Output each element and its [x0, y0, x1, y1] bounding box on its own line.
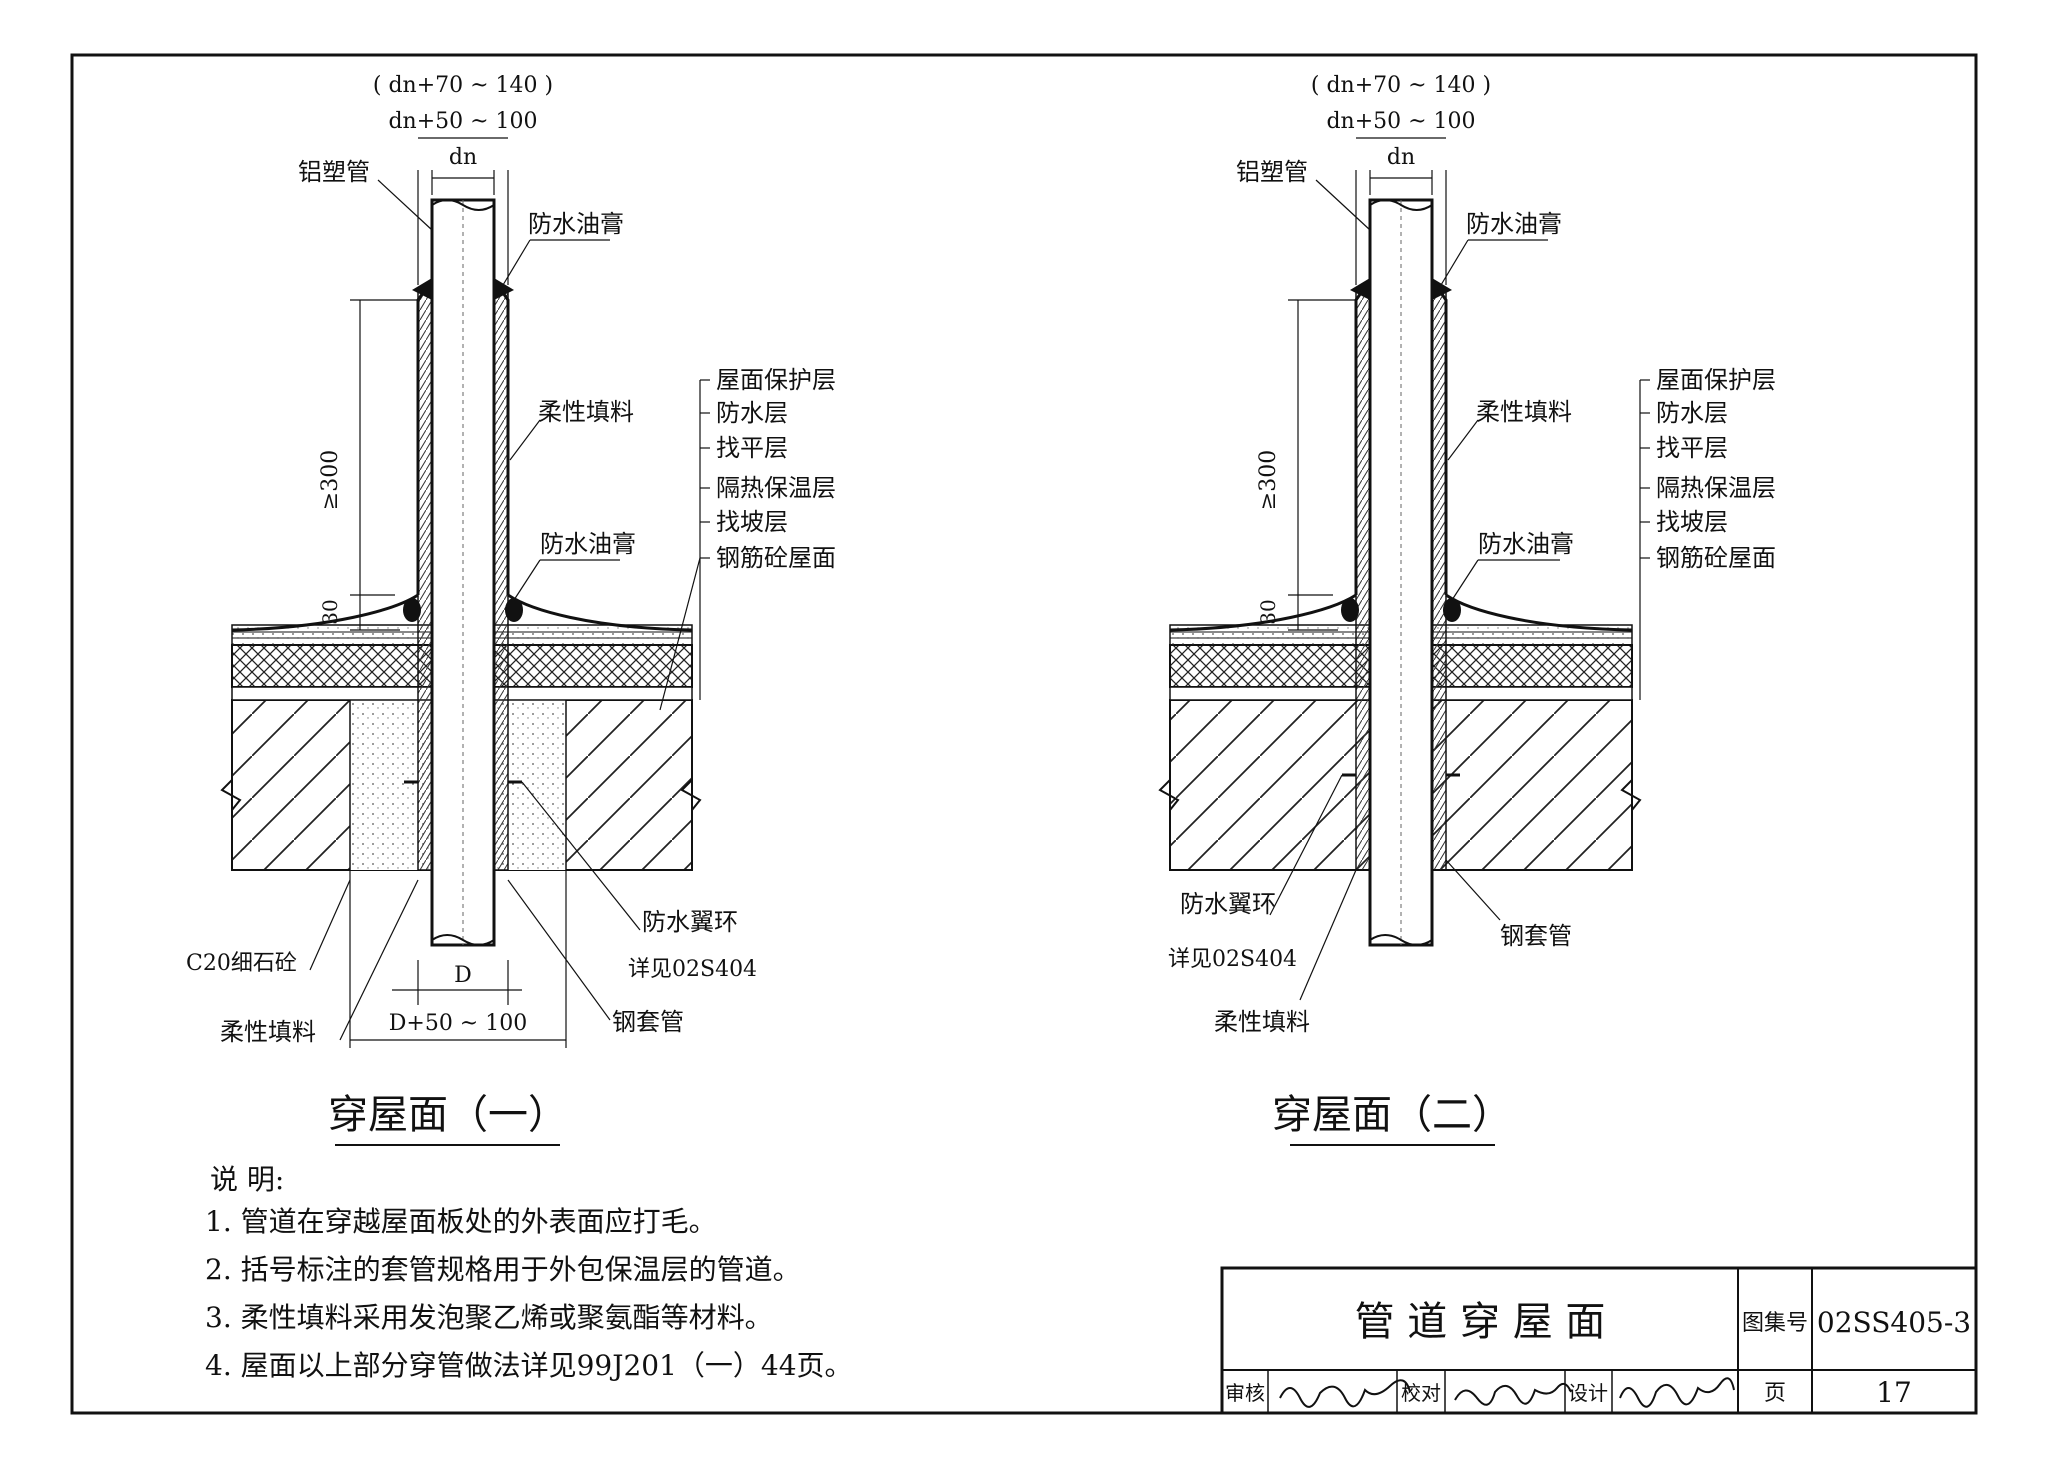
layer-2: 防水层 [716, 399, 788, 427]
label-pipe: 铝塑管 [1236, 158, 1308, 186]
dim-outer: ( dn+70 ~ 140 ) [373, 73, 553, 98]
grease-mid-left [403, 598, 421, 622]
pipe [1368, 198, 1434, 947]
layer-6: 钢筋砼屋面 [716, 544, 836, 572]
label-grease-mid: 防水油膏 [540, 530, 636, 558]
check-label: 校对 [1401, 1381, 1441, 1405]
label-filler-lower: 柔性填料 [220, 1018, 316, 1046]
title-block-title: 管 道 穿 屋 面 [1355, 1299, 1606, 1345]
signature-review [1279, 1379, 1411, 1408]
label-grease-top: 防水油膏 [528, 210, 624, 238]
title-block [1220, 1266, 1978, 1415]
label-c20: C20细石砼 [186, 951, 297, 976]
layer-3: 找平层 [716, 434, 788, 462]
layer-1: 屋面保护层 [716, 366, 836, 394]
layer-1: 屋面保护层 [1656, 366, 1776, 394]
steel-sleeve-left [1355, 289, 1371, 871]
layer-5: 找坡层 [1656, 508, 1728, 536]
grease-top-left [1350, 278, 1370, 300]
page-number: 17 [1876, 1376, 1912, 1409]
dim-D: D [454, 963, 472, 988]
note-item-2: 2. 括号标注的套管规格用于外包保温层的管道。 [205, 1253, 801, 1286]
drawing-title-one: 穿屋面（一） [328, 1092, 568, 1138]
grease-top-right [494, 278, 514, 300]
label-wing-ring: 防水翼环 [642, 908, 738, 936]
label-pipe: 铝塑管 [298, 158, 370, 186]
dim-D50: D+50 ~ 100 [389, 1011, 527, 1036]
grease-top-right [1432, 278, 1452, 300]
drawing-two [1158, 137, 1650, 1146]
grease-mid-right [505, 598, 523, 622]
label-sleeve: 钢套管 [1500, 922, 1572, 950]
dim-300: ≥300 [318, 450, 343, 510]
layer-4: 隔热保温层 [1656, 474, 1776, 502]
label-wing-ring: 防水翼环 [1180, 890, 1276, 918]
dim-300: ≥300 [1256, 450, 1281, 510]
grease-top-left [412, 278, 432, 300]
label-sleeve: 钢套管 [612, 1008, 684, 1036]
dim-inner: dn+50 ~ 100 [1326, 109, 1475, 134]
layer-6: 钢筋砼屋面 [1656, 544, 1776, 572]
review-label: 审核 [1225, 1381, 1265, 1405]
page-label: 页 [1764, 1381, 1786, 1406]
grease-mid-right [1443, 598, 1461, 622]
signature-design [1619, 1377, 1735, 1408]
label-filler-upper: 柔性填料 [538, 398, 634, 426]
note-item-1: 1. 管道在穿越屋面板处的外表面应打毛。 [205, 1205, 717, 1238]
label-filler-lower: 柔性填料 [1214, 1008, 1310, 1036]
label-ring-ref: 详见02S404 [1168, 947, 1297, 972]
dim-dn: dn [449, 145, 477, 170]
dim-inner: dn+50 ~ 100 [388, 109, 537, 134]
layer-3: 找平层 [1656, 434, 1728, 462]
label-grease-top: 防水油膏 [1466, 210, 1562, 238]
drawing-one [220, 137, 710, 1146]
note-item-4: 4. 屋面以上部分穿管做法详见99J201（一）44页。 [205, 1349, 853, 1382]
dim-30: 30 [1256, 599, 1280, 624]
notes-heading: 说 明: [210, 1163, 285, 1196]
design-label: 设计 [1568, 1381, 1608, 1405]
sheet-border [70, 53, 1978, 1415]
dim-outer: ( dn+70 ~ 140 ) [1311, 73, 1491, 98]
dim-30: 30 [318, 599, 342, 624]
signature-check [1454, 1382, 1572, 1406]
steel-sleeve-right [493, 289, 509, 871]
label-ring-ref: 详见02S404 [628, 957, 757, 982]
label-grease-mid: 防水油膏 [1478, 530, 1574, 558]
layer-2: 防水层 [1656, 399, 1728, 427]
grease-mid-left [1341, 598, 1359, 622]
steel-sleeve-left [417, 289, 433, 871]
steel-sleeve-right [1431, 289, 1447, 871]
note-item-3: 3. 柔性填料采用发泡聚乙烯或聚氨酯等材料。 [205, 1301, 773, 1334]
layer-4: 隔热保温层 [716, 474, 836, 502]
label-filler-upper: 柔性填料 [1476, 398, 1572, 426]
atlas-number: 02SS405-3 [1817, 1306, 1971, 1339]
layer-5: 找坡层 [716, 508, 788, 536]
drawing-title-two: 穿屋面（二） [1272, 1092, 1512, 1138]
dim-dn: dn [1387, 145, 1415, 170]
atlas-label: 图集号 [1742, 1311, 1808, 1336]
